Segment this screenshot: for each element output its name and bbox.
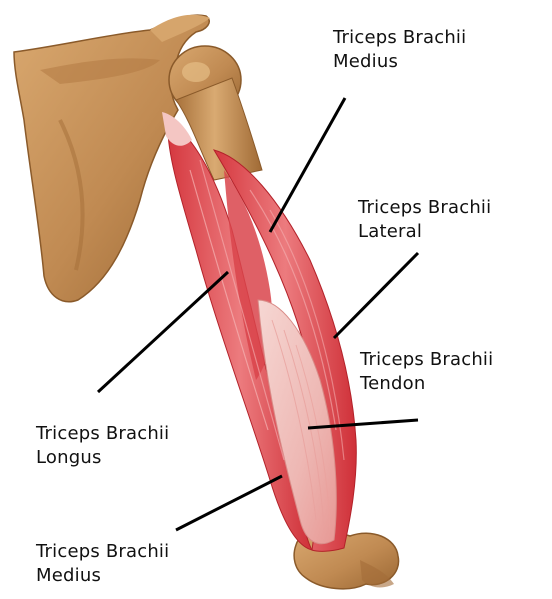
label-line-1: Triceps Brachii — [36, 540, 169, 564]
label-triceps-lateral: Triceps Brachii Lateral — [358, 196, 491, 244]
label-line-2: Longus — [36, 446, 169, 470]
label-triceps-longus: Triceps Brachii Longus — [36, 422, 169, 470]
label-line-1: Triceps Brachii — [36, 422, 169, 446]
label-triceps-tendon: Triceps Brachii Tendon — [360, 348, 493, 396]
leader-line-lateral — [334, 253, 418, 338]
label-line-2: Lateral — [358, 220, 491, 244]
elbow-bones — [294, 531, 398, 588]
label-line-1: Triceps Brachii — [358, 196, 491, 220]
label-line-2: Tendon — [360, 372, 493, 396]
leader-line-medius-bottom — [176, 476, 282, 530]
leader-line-longus — [98, 272, 228, 392]
leader-line-medius-top — [270, 98, 345, 232]
label-line-1: Triceps Brachii — [360, 348, 493, 372]
triceps-muscle — [162, 112, 356, 551]
label-line-2: Medius — [333, 50, 466, 74]
label-line-2: Medius — [36, 564, 169, 588]
label-triceps-medius-bottom: Triceps Brachii Medius — [36, 540, 169, 588]
label-triceps-medius-top: Triceps Brachii Medius — [333, 26, 466, 74]
label-line-1: Triceps Brachii — [333, 26, 466, 50]
